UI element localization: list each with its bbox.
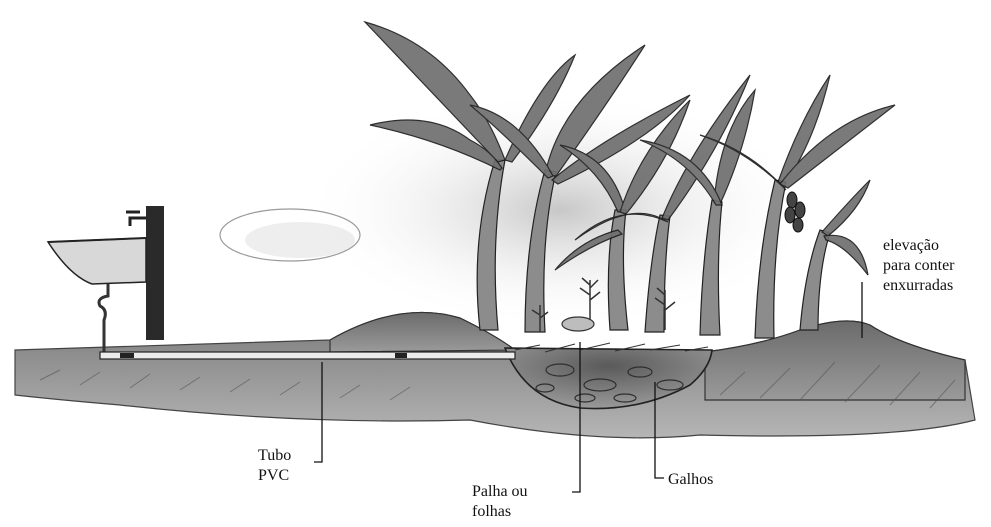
label-galhos: Galhos xyxy=(668,470,713,490)
label-elevacao-line1: elevação xyxy=(883,236,955,256)
label-palha-line2: folhas xyxy=(472,502,528,522)
label-elevacao: elevação para conter enxurradas xyxy=(883,236,955,296)
stone xyxy=(562,317,594,331)
label-tubo-line1: Tubo xyxy=(258,446,291,466)
elevation-mound xyxy=(705,321,965,400)
label-elevacao-line3: enxurradas xyxy=(883,276,955,296)
label-galhos-text: Galhos xyxy=(668,470,713,490)
pvc-pipe xyxy=(100,352,515,359)
label-tubo-pvc: Tubo PVC xyxy=(258,446,291,486)
label-tubo-line2: PVC xyxy=(258,466,291,486)
faucet-post xyxy=(146,206,164,340)
sink xyxy=(48,238,146,284)
label-palha-folhas: Palha ou folhas xyxy=(472,482,528,522)
faucet-icon xyxy=(126,212,146,226)
label-palha-line1: Palha ou xyxy=(472,482,528,502)
label-elevacao-line2: para conter xyxy=(883,256,955,276)
